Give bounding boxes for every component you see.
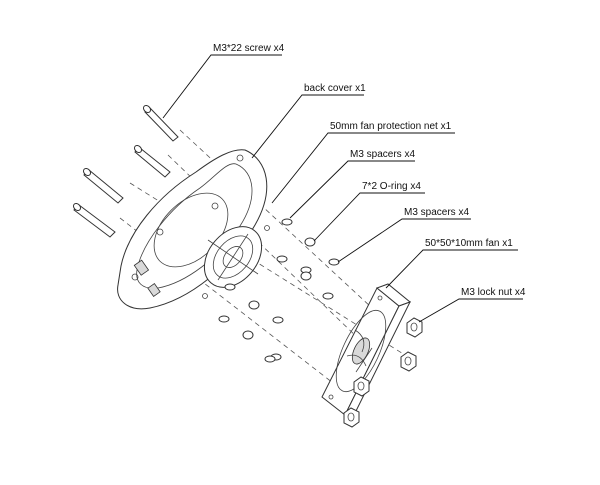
screw-3 [82, 167, 124, 204]
fan [321, 283, 412, 416]
lock-nuts [343, 317, 423, 428]
spacers-a [218, 218, 312, 324]
spacers-b [264, 258, 340, 363]
lock-nut-4 [343, 407, 360, 428]
label-spacers-a: M3 spacers x4 [350, 149, 416, 160]
label-fan: 50*50*10mm fan x1 [425, 238, 513, 249]
leader-lines [162, 54, 523, 323]
lock-nut-1 [406, 317, 423, 338]
label-lock-nut: M3 lock nut x4 [461, 287, 526, 298]
label-o-ring: 7*2 O-ring x4 [362, 181, 421, 192]
label-back-cover: back cover x1 [304, 83, 366, 94]
fan-protection-net [202, 225, 270, 299]
label-spacers-b: M3 spacers x4 [404, 207, 470, 218]
o-rings [242, 237, 316, 340]
lock-nut-2 [400, 351, 417, 372]
screw-1 [142, 104, 179, 142]
label-protection-net: 50mm fan protection net x1 [330, 121, 452, 132]
screw-4 [72, 202, 116, 238]
screw-2 [133, 144, 171, 178]
label-screw: M3*22 screw x4 [213, 43, 285, 54]
screws [72, 104, 179, 238]
lock-nut-3 [353, 376, 370, 397]
